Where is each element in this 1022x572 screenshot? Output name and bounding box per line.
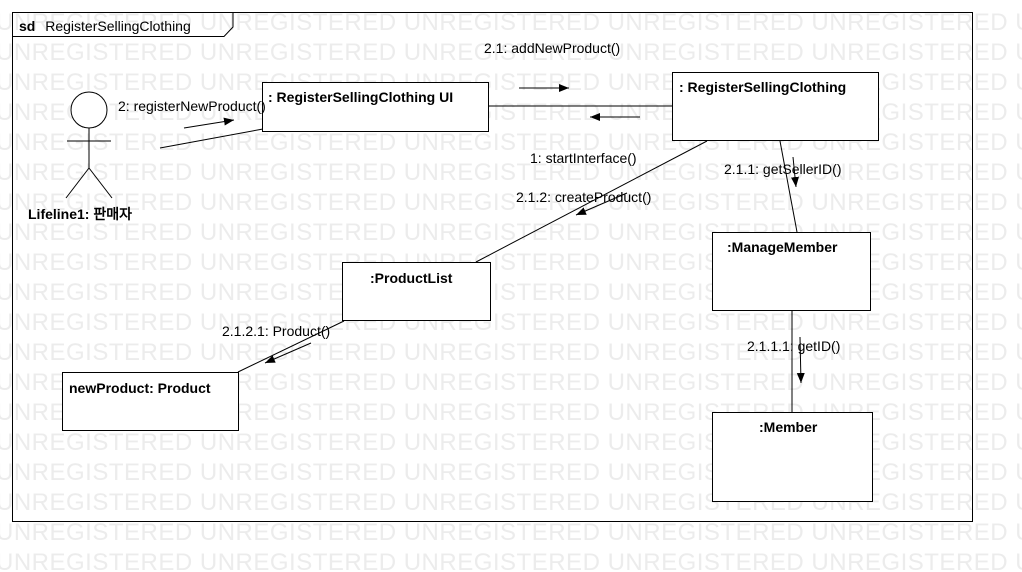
object-registerselling-ui[interactable]: : RegisterSellingClothing UI [262,82,489,132]
actor-leg-left [65,167,90,199]
object-newproduct[interactable]: newProduct: Product [62,372,239,431]
object-label: :ProductList [370,270,453,286]
actor-leg-right [88,167,113,199]
frame-keyword: sd [19,18,35,34]
object-label: :ManageMember [727,239,838,255]
object-label: :Member [759,419,818,435]
arrow-get-seller-id [791,156,799,188]
object-box [672,72,879,141]
frame-title: sd RegisterSellingClothing [19,18,191,34]
message-get-seller-id: 2.1.1: getSellerID() [724,161,842,177]
object-managemember[interactable]: :ManageMember [712,232,871,311]
arrow-product-constructor [264,342,312,364]
object-box [712,412,873,502]
object-label: : RegisterSellingClothing [679,79,846,95]
link-actor-ui [159,128,264,149]
link-controller-managemember [779,140,798,233]
actor-lifeline1[interactable]: Lifeline1: 판매자 [28,91,132,222]
object-box [342,262,491,321]
message-product-constructor: 2.1.2.1: Product() [222,323,330,339]
object-box [712,232,871,311]
message-register-new-product: 2: registerNewProduct() [118,98,266,114]
sd-frame [12,12,973,522]
message-start-interface: 1: startInterface() [530,150,637,166]
arrow-register-new-product [183,117,235,129]
object-productlist[interactable]: :ProductList [342,262,491,321]
link-productlist-newproduct [237,320,345,373]
frame-name-tab [12,12,234,37]
frame-name: RegisterSellingClothing [45,18,191,34]
message-get-id: 2.1.1.1: getID() [747,338,840,354]
message-create-product: 2.1.2: createProduct() [516,189,651,205]
object-registerselling-controller[interactable]: : RegisterSellingClothing [672,72,879,141]
object-box [62,372,239,431]
actor-head [70,91,108,129]
link-controller-productlist [475,140,708,263]
message-add-new-product: 2.1: addNewProduct() [484,40,620,56]
arrow-get-id [796,336,805,384]
object-box [262,82,489,132]
object-member[interactable]: :Member [712,412,873,502]
object-label: : RegisterSellingClothing UI [268,89,453,105]
arrow-create-product [575,192,628,216]
actor-label: Lifeline1: 판매자 [28,206,132,222]
object-label: newProduct: Product [69,380,211,396]
